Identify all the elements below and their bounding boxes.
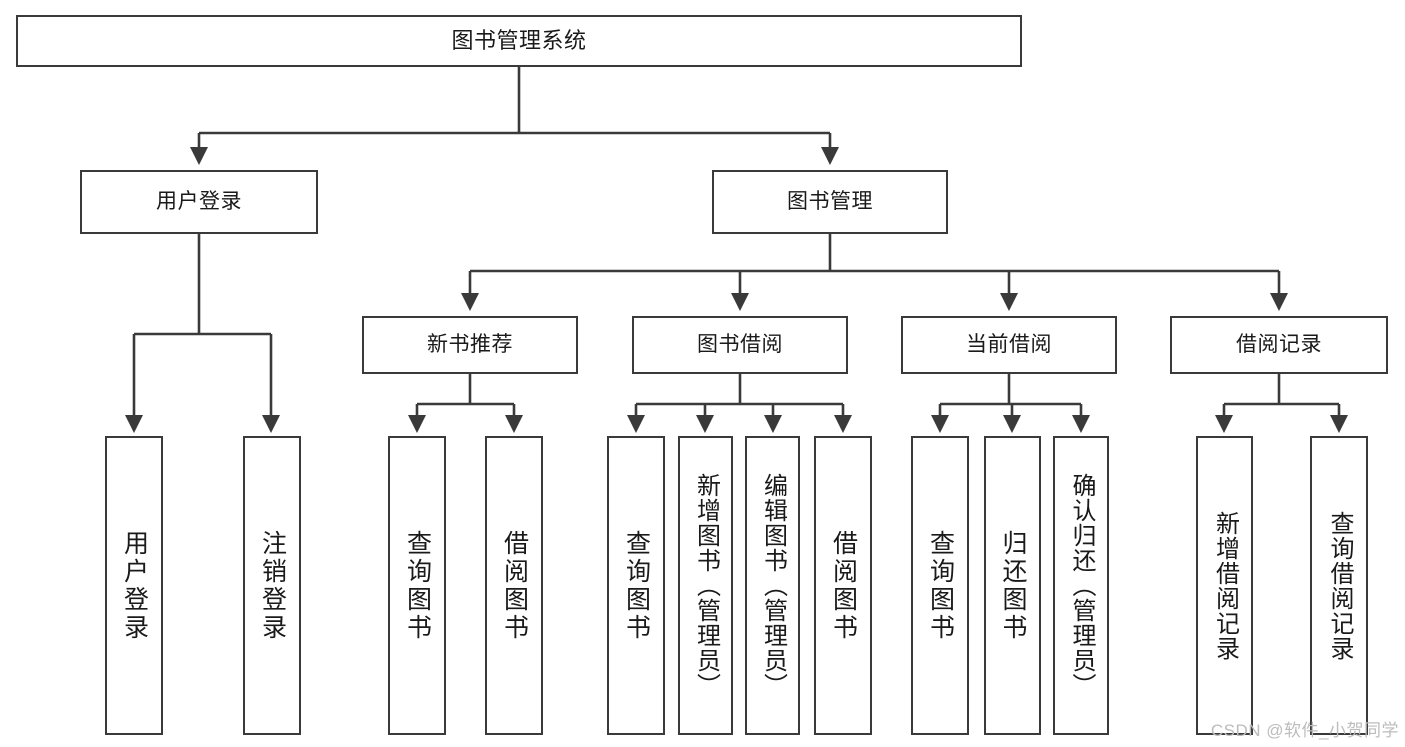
leaf-logout[interactable]: 注销登录 [243,436,301,735]
leaf-query-borrow-record[interactable]: 查询借阅记录 [1310,436,1368,735]
node-label: 查询图书 [403,529,432,642]
node-borrow-record[interactable]: 借阅记录 [1170,316,1388,374]
leaf-borrow-book[interactable]: 借阅图书 [814,436,872,735]
watermark-text: CSDN @软件_小贺同学 [1210,721,1399,740]
leaf-edit-book-admin[interactable]: 编辑图书（管理员） [745,436,800,735]
node-label: 图书管理 [787,189,873,213]
leaf-query-book-borrow[interactable]: 查询图书 [607,436,665,735]
node-current-borrow[interactable]: 当前借阅 [901,316,1117,374]
node-label: 注销登录 [258,529,287,642]
node-label: 当前借阅 [966,332,1052,356]
node-label: 确认归还（管理员） [1068,473,1095,698]
node-label: 借阅图书 [500,529,529,642]
leaf-confirm-return-admin[interactable]: 确认归还（管理员） [1053,436,1109,735]
node-label: 归还图书 [999,529,1027,642]
node-label: 查询图书 [622,529,651,642]
node-new-book-recommend[interactable]: 新书推荐 [362,316,578,374]
node-label: 用户登录 [156,189,242,213]
node-book-management[interactable]: 图书管理 [712,170,948,234]
node-label: 新书推荐 [427,332,513,356]
leaf-add-book-admin[interactable]: 新增图书（管理员） [678,436,733,735]
node-label: 新增借阅记录 [1211,510,1239,661]
leaf-add-borrow-record[interactable]: 新增借阅记录 [1196,436,1253,735]
node-label: 查询图书 [926,529,955,642]
leaf-query-book-current[interactable]: 查询图书 [911,436,969,735]
leaf-user-login[interactable]: 用户登录 [105,436,163,735]
node-label: 编辑图书（管理员） [759,473,787,698]
node-label: 借阅记录 [1236,332,1322,356]
leaf-borrow-book-recommend[interactable]: 借阅图书 [485,436,543,735]
node-label: 新增图书（管理员） [692,473,720,698]
node-label: 借阅图书 [829,529,858,642]
node-user-login[interactable]: 用户登录 [80,170,318,234]
node-label: 图书管理系统 [451,28,587,54]
node-label: 图书借阅 [697,332,783,356]
leaf-query-book-recommend[interactable]: 查询图书 [388,436,446,735]
node-book-management-system[interactable]: 图书管理系统 [16,15,1022,67]
node-label: 用户登录 [120,529,149,642]
leaf-return-book[interactable]: 归还图书 [984,436,1041,735]
node-book-borrow[interactable]: 图书借阅 [632,316,848,374]
node-label: 查询借阅记录 [1326,510,1353,661]
